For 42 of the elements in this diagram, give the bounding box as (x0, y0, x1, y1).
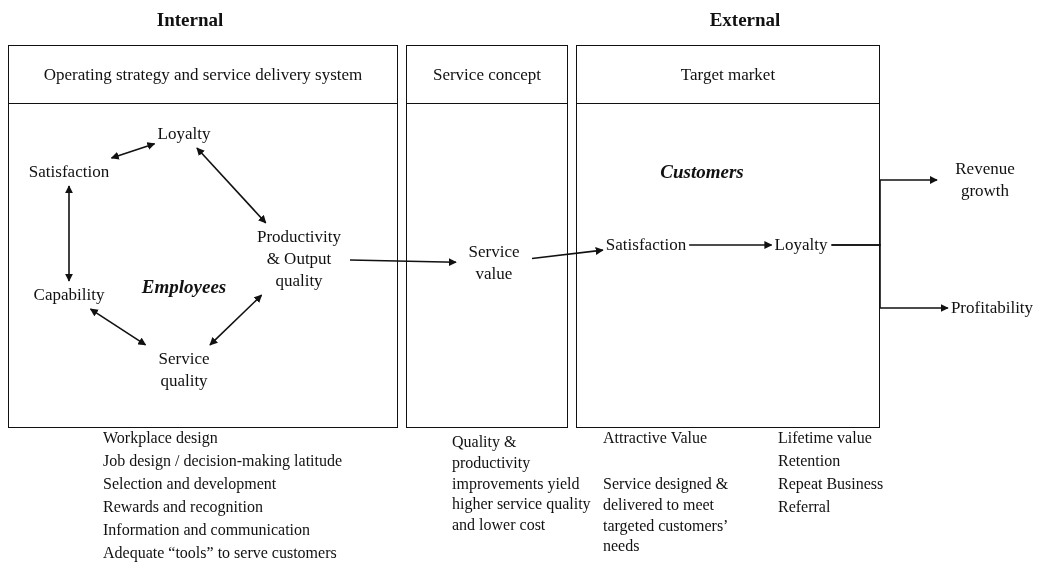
note-text: Attractive Value (603, 428, 709, 448)
arrow (349, 258, 457, 267)
note-text: Quality & productivity improvements yield higher service quality and lower cost (452, 432, 592, 536)
note-text: Referral (778, 497, 831, 517)
node-text: Satisfaction (605, 233, 687, 257)
arrow (531, 247, 604, 260)
node-text: Satisfaction (28, 160, 110, 184)
arrow (688, 241, 773, 249)
node-text: Loyalty (157, 122, 211, 146)
note-text: Workplace design (103, 428, 218, 449)
column-header: Service concept (407, 46, 567, 104)
note-text: Adequate “tools” to serve customers (103, 543, 337, 564)
node-text: Profitability (950, 296, 1034, 320)
arrow (209, 294, 263, 346)
arrow (89, 308, 147, 346)
column-box (406, 45, 568, 428)
note-text: Rewards and recognition (103, 497, 263, 518)
note-text: Retention (778, 451, 841, 471)
group-title: Customers (660, 161, 744, 183)
column-header: Operating strategy and service delivery system (9, 46, 397, 104)
note-text: Information and communication (103, 520, 311, 540)
note-text: Repeat Business (778, 474, 884, 495)
group-title: Employees (141, 276, 227, 298)
note-text: Selection and development (103, 474, 277, 495)
note-text: Job design / decision-making latitude (103, 451, 343, 472)
arrow (65, 185, 73, 282)
note-text: Lifetime value (778, 428, 872, 448)
node-text: Revenue growth (940, 157, 1030, 203)
column-box (576, 45, 880, 428)
column-box (8, 45, 398, 428)
node-text: Service quality (139, 347, 229, 393)
arrow (830, 244, 949, 312)
arrow (196, 147, 267, 224)
section-heading: External (709, 8, 781, 32)
arrow (110, 142, 156, 160)
node-text: Service value (459, 240, 529, 286)
node-text: Capability (33, 283, 105, 307)
column-header: Target market (577, 46, 879, 104)
node-text: Productivity & Output quality (251, 225, 347, 293)
node-text: Loyalty (774, 233, 828, 257)
note-text: Service designed & delivered to meet targeted customers’ needs (603, 474, 730, 557)
section-heading: Internal (156, 8, 224, 32)
